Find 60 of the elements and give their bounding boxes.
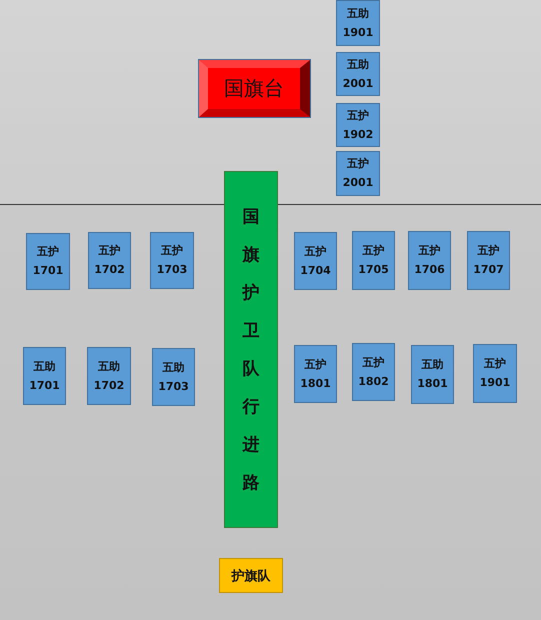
unit-label: 五助 [162, 362, 184, 374]
unit-label: 五护 [347, 158, 369, 170]
unit-label: 五助 [347, 58, 369, 70]
unit-label: 五助 [34, 360, 56, 372]
unit-label: 五护 [418, 245, 440, 257]
position-box [294, 232, 337, 290]
unit-label: 五护 [304, 246, 326, 258]
position-box [294, 345, 337, 403]
number-label: 2001 [342, 78, 374, 90]
number-label: 1704 [300, 264, 331, 276]
unit-label: 五护 [37, 246, 59, 258]
unit-label: 五护 [98, 245, 120, 257]
unit-label: 五护 [362, 245, 384, 257]
flag-platform [199, 60, 310, 117]
number-label: 1703 [158, 380, 189, 392]
unit-label: 五护 [304, 358, 326, 370]
position-box [336, 0, 380, 46]
flag-team-box [219, 558, 283, 593]
position-box [150, 232, 194, 289]
number-label: 1802 [358, 376, 389, 388]
unit-label: 五护 [161, 245, 183, 257]
position-box [352, 231, 395, 290]
position-box [467, 231, 510, 290]
position-box [411, 345, 454, 404]
number-label: 1702 [94, 380, 124, 392]
unit-label: 五助 [347, 8, 369, 20]
number-label: 1703 [156, 264, 188, 276]
position-box [336, 52, 380, 96]
number-label: 1901 [480, 377, 510, 389]
path-label: 国旗护卫队行进路 [242, 206, 260, 494]
position-box [336, 103, 380, 147]
position-box [336, 151, 380, 196]
number-label: 1701 [29, 380, 60, 392]
position-box [352, 343, 395, 401]
number-label: 2001 [342, 177, 374, 189]
number-label: 1706 [414, 264, 445, 276]
unit-label: 五助 [422, 359, 444, 371]
position-box [152, 348, 195, 406]
number-label: 1801 [300, 378, 331, 390]
number-label: 1902 [342, 128, 374, 140]
unit-label: 五护 [484, 358, 506, 370]
unit-label: 五护 [347, 110, 369, 122]
number-label: 1701 [32, 265, 64, 277]
unit-label: 五助 [98, 360, 120, 372]
number-label: 1901 [342, 26, 374, 38]
position-box [26, 233, 70, 290]
number-label: 1705 [358, 264, 389, 276]
unit-label: 五护 [362, 356, 384, 368]
number-label: 1702 [94, 264, 125, 276]
unit-label: 五护 [478, 245, 500, 257]
team-label: 护旗队 [232, 568, 270, 584]
position-box [473, 344, 517, 403]
position-box [23, 347, 66, 405]
position-box [87, 347, 131, 405]
position-box [88, 232, 131, 289]
platform-label: 国旗台 [224, 75, 284, 102]
position-box [408, 231, 451, 290]
number-label: 1707 [473, 264, 504, 276]
number-label: 1801 [417, 378, 448, 390]
march-path [224, 171, 278, 528]
